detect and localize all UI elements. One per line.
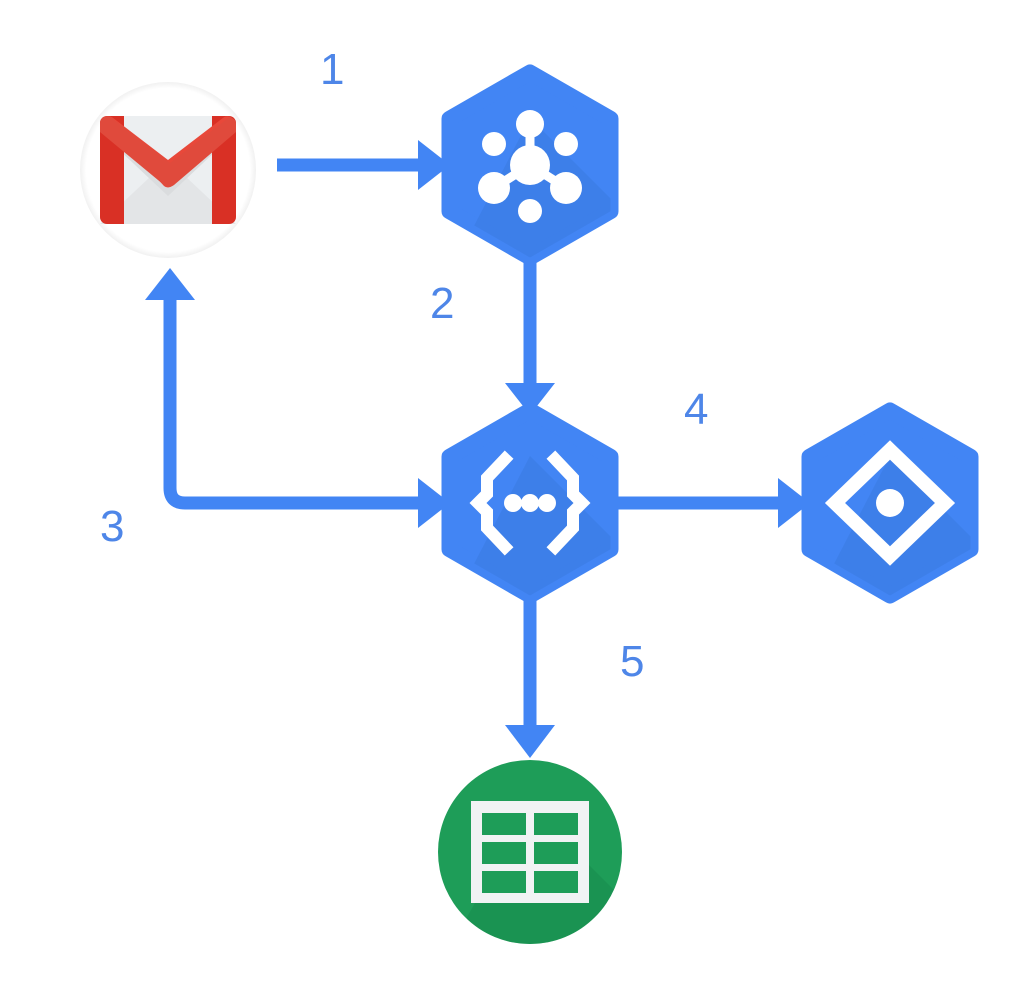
connector-label-3: 3 [100, 502, 125, 551]
connector-label-2: 2 [430, 279, 455, 328]
gmail-envelope [100, 116, 236, 224]
arrow-pubsub-to-functions [505, 252, 555, 415]
connector-label-4: 4 [684, 385, 709, 434]
pubsub-glyph [478, 110, 582, 223]
google-sheets-icon[interactable] [420, 760, 700, 993]
gmail-icon[interactable] [80, 82, 256, 258]
hexagon-shadow [809, 456, 971, 596]
hexagon-shadow [449, 118, 611, 258]
hexagon-shadow [449, 456, 611, 596]
connector-label-5: 5 [620, 637, 645, 686]
connector-label-1: 1 [320, 45, 345, 94]
arrow-gmail-to-pubsub [277, 140, 450, 190]
cloud-functions-icon[interactable] [420, 402, 700, 669]
cloud-pubsub-icon[interactable] [420, 64, 700, 331]
functions-glyph [469, 450, 591, 556]
arrow-functions-to-gmail [145, 268, 450, 528]
vision-eye-glyph [824, 440, 956, 566]
arrow-functions-to-sheets [505, 590, 555, 758]
sheets-table-glyph [471, 801, 589, 903]
cloud-vision-icon[interactable] [780, 402, 1020, 669]
arrow-functions-to-vision [612, 478, 810, 528]
